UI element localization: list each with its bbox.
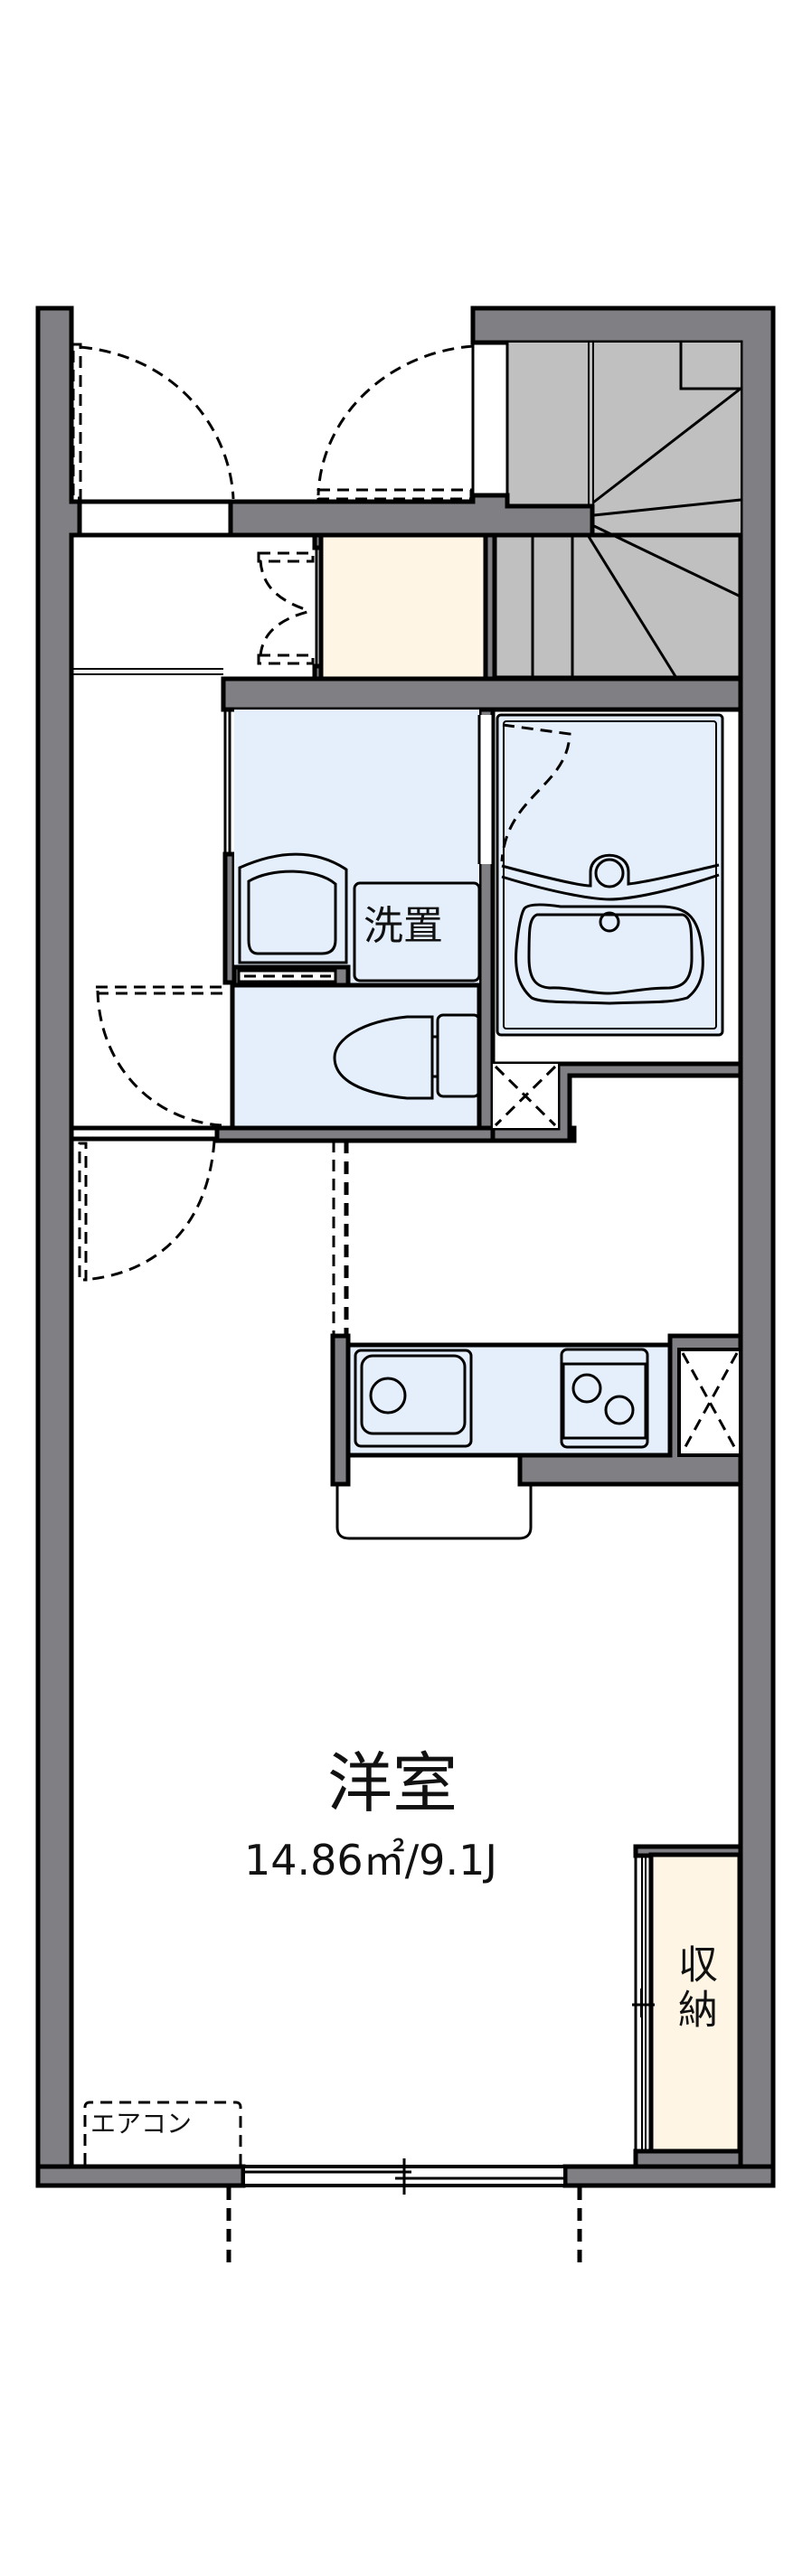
- room-name: 洋室: [327, 1745, 458, 1821]
- wash-sliding-door[interactable]: [332, 1141, 349, 1336]
- room-door[interactable]: [71, 985, 224, 1282]
- balcony-window[interactable]: [35, 2158, 776, 2195]
- room-area: 14.86㎡/9.1J: [244, 1836, 497, 1885]
- balcony-door[interactable]: [316, 344, 475, 501]
- aircon-label: エアコン: [90, 2109, 193, 2139]
- hallway: [71, 668, 231, 854]
- stairs: [492, 343, 743, 681]
- unit-bath: [477, 707, 743, 1128]
- washroom-label: 洗置: [364, 903, 443, 949]
- balcony-outline: [226, 2187, 582, 2269]
- kitchen: [330, 1333, 743, 1540]
- storage-label: 収納: [671, 1943, 717, 2034]
- storage-closet: [632, 1844, 743, 2169]
- front-door[interactable]: [71, 343, 235, 538]
- entrance-storage: [257, 532, 488, 682]
- washroom: [231, 710, 481, 988]
- toilet-room: [230, 982, 482, 1131]
- air-conditioner: [83, 2101, 242, 2165]
